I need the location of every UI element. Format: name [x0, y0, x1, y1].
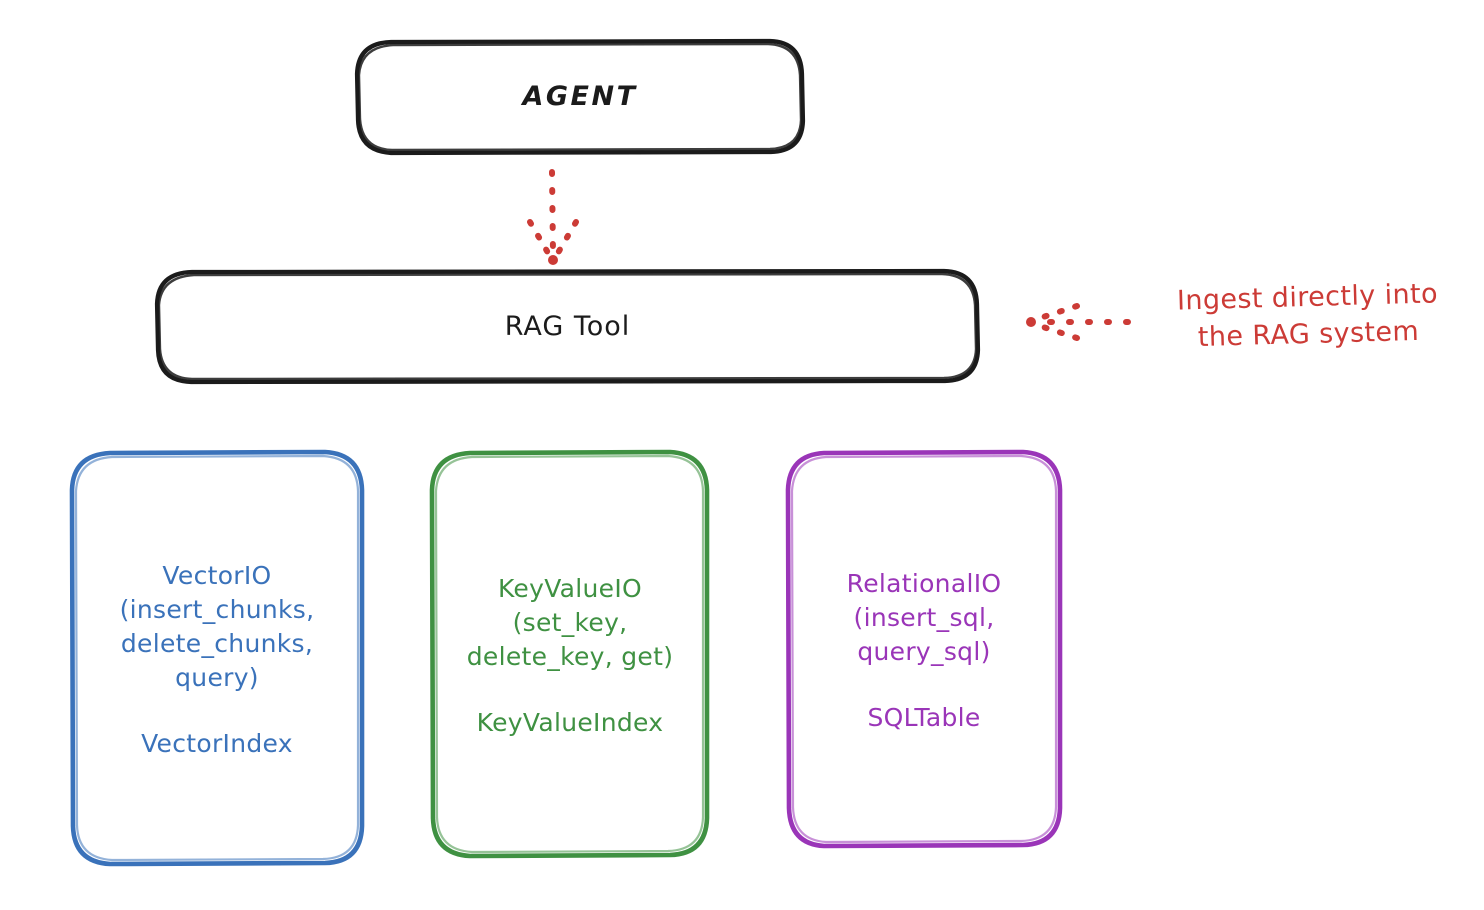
keyvalueio-sub-label: KeyValueIndex [476, 707, 664, 737]
keyvalueio-box-outline [429, 449, 710, 859]
vectorio-box-outline [69, 449, 365, 867]
node-vectorio[interactable]: VectorIO (insert_chunks, delete_chunks, … [72, 452, 362, 864]
keyvalueio-label: KeyValueIO (set_key, delete_key, get) [466, 573, 674, 671]
annotation-ingest: Ingest directly into the RAG system [1176, 278, 1439, 354]
connector-agent-to-rag-tool [527, 169, 579, 265]
rag-tool-label: RAG Tool [504, 310, 631, 342]
node-agent[interactable]: AGENT [357, 41, 803, 153]
relationalio-label: RelationalIO (insert_sql, query_sql) [846, 568, 1002, 666]
relationalio-sub-label: SQLTable [867, 702, 981, 732]
relationalio-box-outline [785, 449, 1063, 849]
agent-box-outline [354, 38, 806, 156]
node-relationalio[interactable]: RelationalIO (insert_sql, query_sql) SQL… [788, 452, 1060, 846]
vectorio-sub-label: VectorIndex [141, 728, 293, 758]
node-keyvalueio[interactable]: KeyValueIO (set_key, delete_key, get) Ke… [432, 452, 708, 856]
agent-label: AGENT [522, 81, 638, 113]
vectorio-label: VectorIO (insert_chunks, delete_chunks, … [119, 560, 315, 692]
connector-ingest-to-rag-tool [1026, 303, 1131, 341]
node-rag-tool[interactable]: RAG Tool [157, 271, 978, 382]
rag-tool-box-outline [154, 268, 981, 385]
